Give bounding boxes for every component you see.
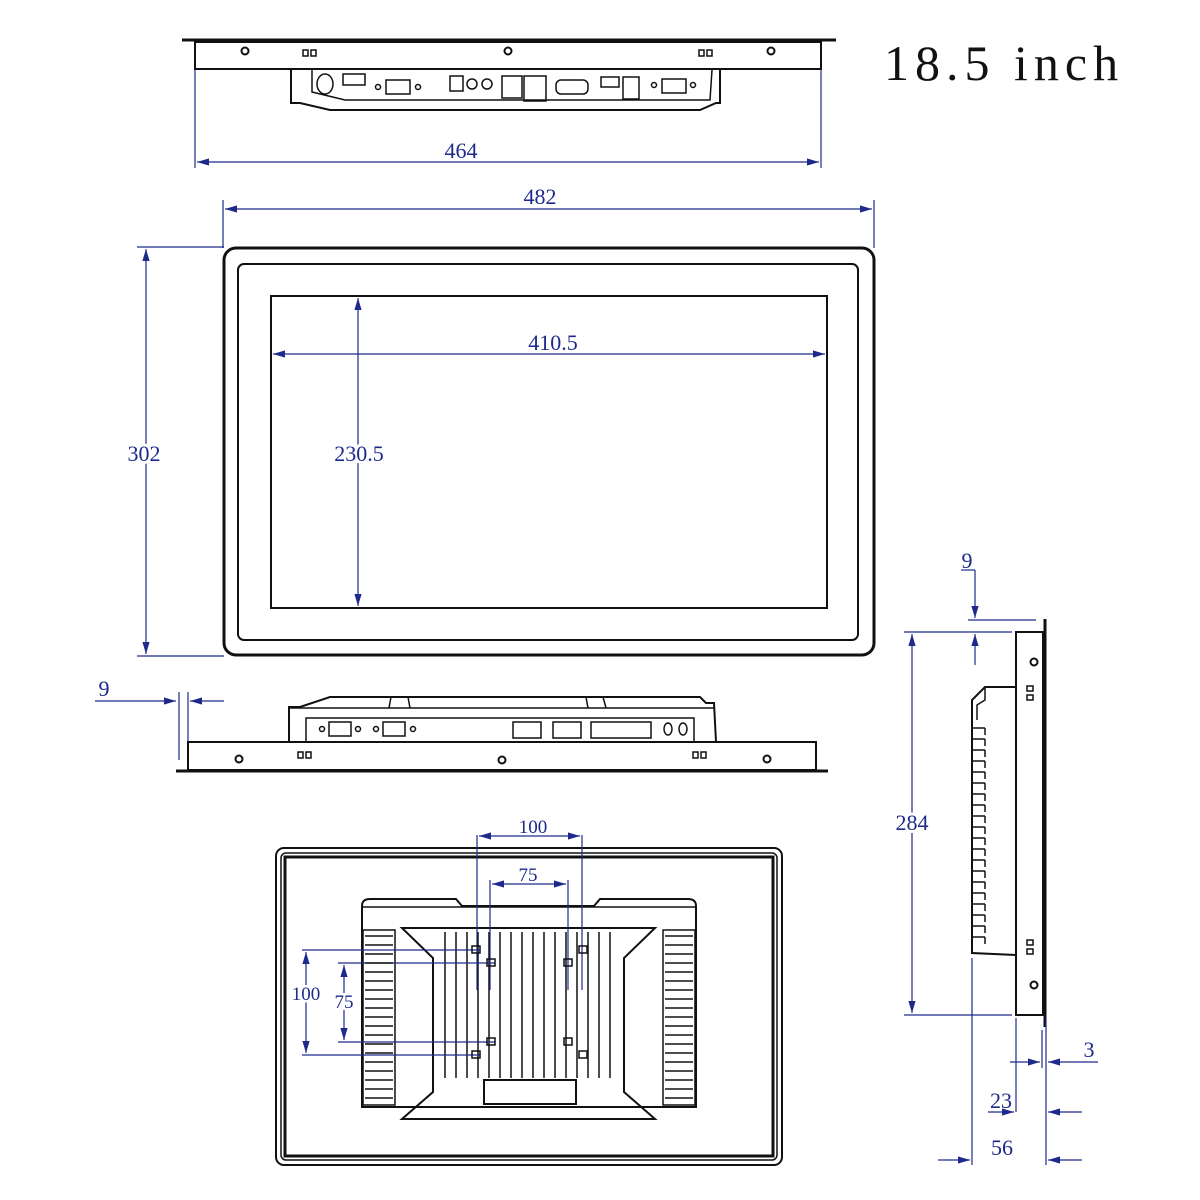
dim-overall-height: 302 <box>128 441 161 466</box>
dim-side-top-offset: 9 <box>962 548 973 573</box>
heatsink-fins <box>362 929 696 1106</box>
active-display-area <box>270 295 828 609</box>
io-port-icons <box>316 73 697 102</box>
dim-body-depth: 23 <box>990 1088 1012 1113</box>
dim-active-width: 410.5 <box>528 330 578 355</box>
dim-active-height: 230.5 <box>334 441 384 466</box>
dim-overall-width: 482 <box>524 184 557 209</box>
side-view: 9 284 3 23 56 <box>893 548 1098 1165</box>
bottom-view: 9 <box>95 676 828 773</box>
dim-top-width: 464 <box>445 138 478 163</box>
vesa-mount-hole-icon <box>471 945 588 1059</box>
top-view: 464 <box>182 38 836 168</box>
dim-vesa-v-outer: 100 <box>292 984 321 1005</box>
rear-view: 100 75 100 75 <box>275 817 783 1166</box>
dim-bezel-offset: 9 <box>99 676 110 701</box>
dim-total-depth: 56 <box>991 1135 1013 1160</box>
mount-hole-icon <box>240 46 776 56</box>
front-view: 482 302 410.5 230.5 <box>125 184 876 657</box>
dim-vesa-h-outer: 100 <box>519 817 548 838</box>
io-port-icons <box>318 721 688 739</box>
dim-vesa-v-inner: 75 <box>335 992 354 1013</box>
dim-side-height: 284 <box>896 810 929 835</box>
dim-bezel-thickness: 3 <box>1084 1037 1095 1062</box>
dim-vesa-h-inner: 75 <box>519 865 538 886</box>
product-size-title: 18.5 inch <box>884 35 1125 91</box>
